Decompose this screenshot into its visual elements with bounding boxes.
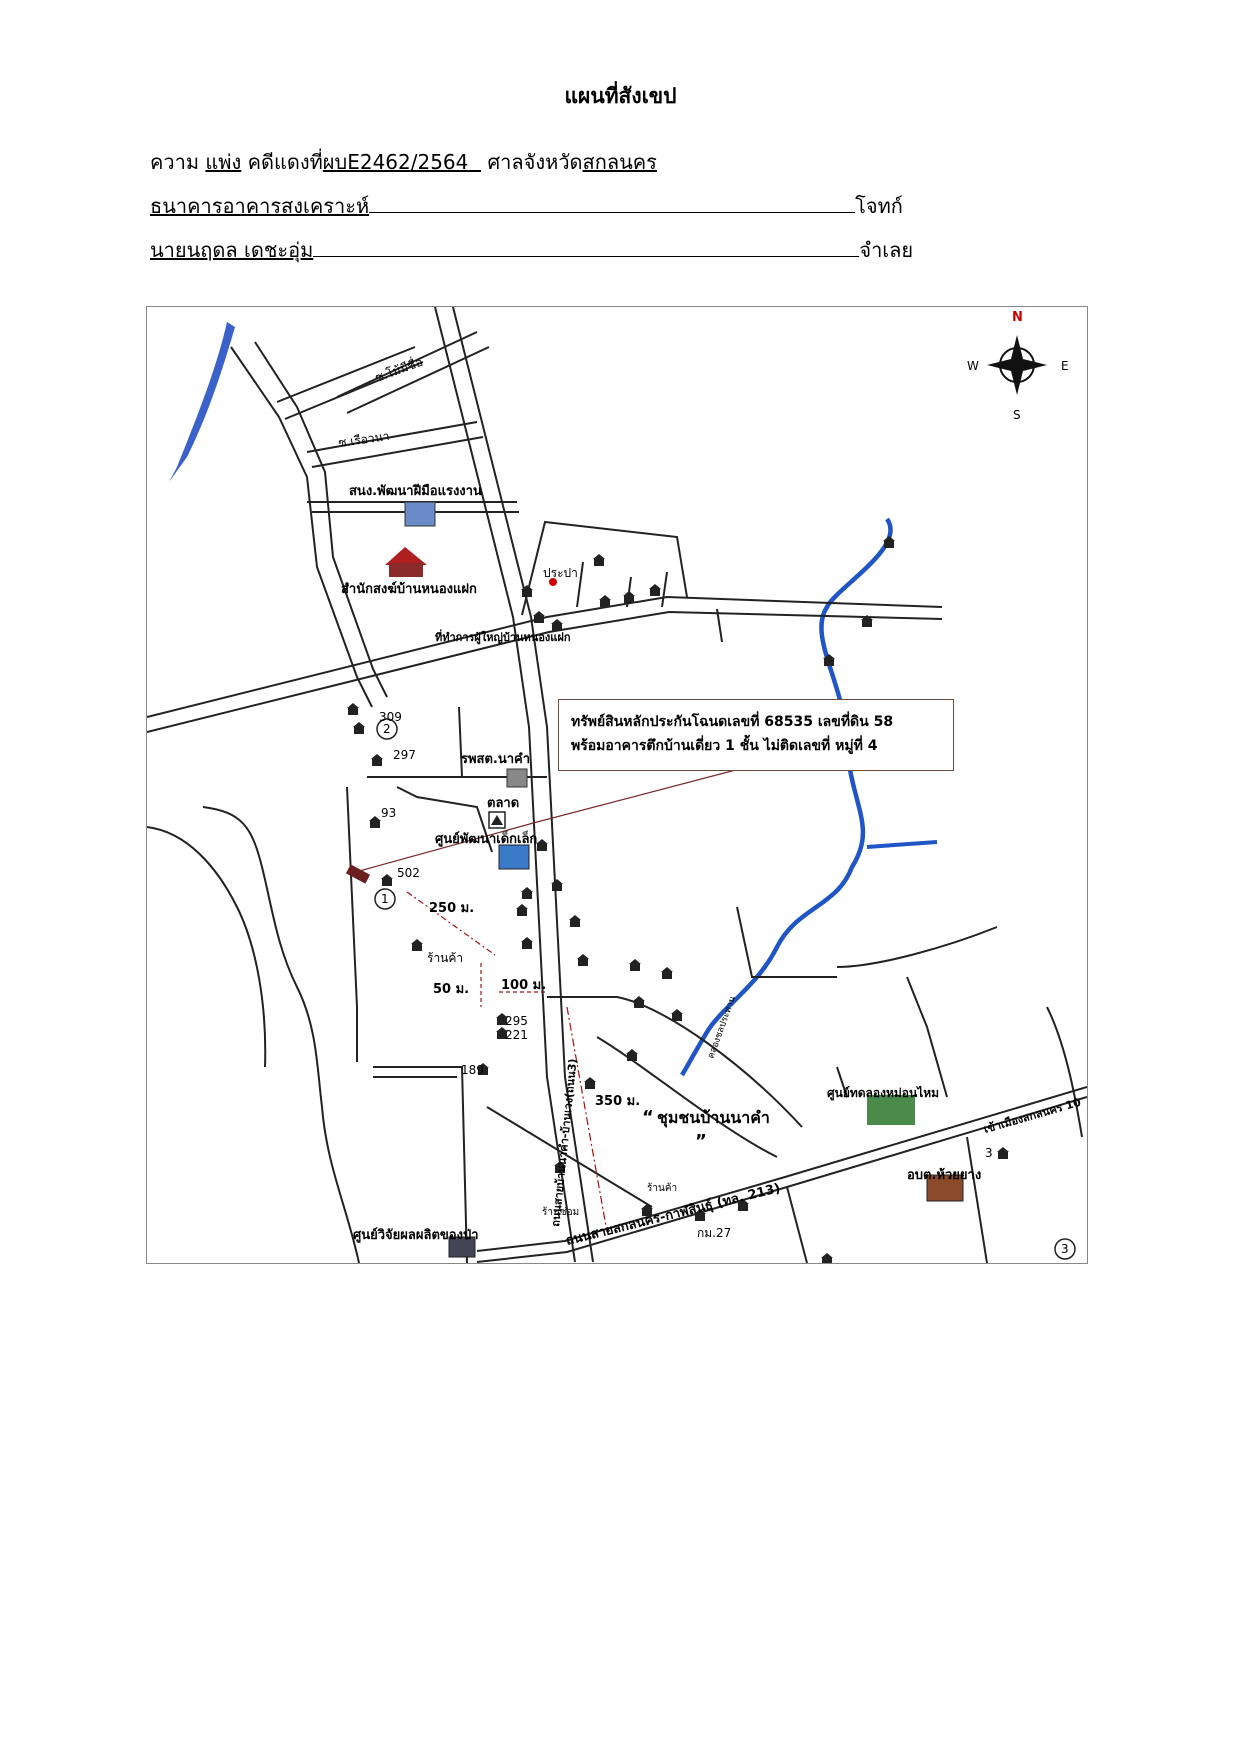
dist-100: 100 ม. [501,978,546,993]
river-top-left [169,322,235,482]
compass-n: N [1012,310,1023,325]
map-canvas: N S E W 1 2 3 [147,307,1087,1263]
label-sao: อบต.ห้วยยาง [907,1167,981,1183]
case-no-label: คดีแดงที่ [247,150,323,174]
defendant-role: จำเลย [859,238,914,262]
court-label: ศาลจังหวัด [487,150,583,174]
compass-e: E [1061,359,1069,373]
plaintiff-role: โจทก์ [855,194,903,218]
label-childcenter: ศูนย์พัฒนาเด็กเล็ก [435,829,537,847]
label-research: ศูนย์วิจัยผลผลิตของป่า [353,1227,479,1243]
dist-350: 350 ม. [595,1094,640,1109]
canal [680,517,893,1077]
property-callout: ทรัพย์สินหลักประกันโฉนดเลขที่ 68535 เลขท… [558,699,954,771]
skills-center-icon [404,501,436,527]
marker-2: 2 [383,722,391,736]
hospital-icon [506,768,528,788]
hn-502: 502 [397,866,420,880]
compass-icon [987,335,1047,395]
label-to-city: เข้าเมืองสกลนคร 10 [982,1096,1083,1136]
monastery-icon [385,547,427,565]
label-community: ชุมชนบ้านนาคำ [657,1108,770,1128]
sketch-map: N S E W 1 2 3 [146,306,1088,1264]
hn-189: 189 [461,1063,484,1077]
water-tower-icon [549,578,557,586]
experiment-icon [867,1095,915,1125]
label-soi2: ซ.เรือวนา [337,429,390,450]
hn-221: 221 [505,1028,528,1042]
research-icon [448,1236,476,1258]
plaintiff-line: ธนาคารอาคารสงเคราะห์ โจทก์ [150,190,903,222]
court-name: สกลนคร [582,150,657,174]
page-title: แผนที่สังเขป [564,84,677,108]
compass-s: S [1013,408,1021,422]
property-parcel [345,864,371,884]
label-water: ประปา [543,566,578,580]
label-quote-close: ” [695,1131,707,1152]
sao-icon [926,1174,964,1202]
callout-line-1: ทรัพย์สินหลักประกันโฉนดเลขที่ 68535 เลขท… [571,714,894,730]
marker-1: 1 [381,892,389,906]
hn-297: 297 [393,748,416,762]
label-km: กม.27 [697,1226,731,1240]
hn-3: 3 [985,1146,993,1160]
callout-line-2: พร้อมอาคารตึกบ้านเดี่ยว 1 ชั้น ไม่ติดเลข… [571,738,878,754]
childcenter-icon [498,844,530,870]
label-quote-open: “ [642,1107,654,1128]
case-prefix: ความ [150,150,200,174]
hn-309: 309 [379,710,402,724]
defendant-name: นายนฤดล เดชะอุ่ม [150,238,314,262]
label-repair: ร้านซ่อม [542,1206,579,1218]
marker-3: 3 [1061,1242,1069,1256]
label-shop2: ร้านค้า [647,1182,677,1194]
label-market: ตลาด [487,796,519,811]
dist-50: 50 ม. [433,982,469,997]
label-experiment: ศูนย์ทดลองหม่อนไหม [827,1085,939,1101]
label-shop1: ร้านค้า [427,951,463,965]
plaintiff-name: ธนาคารอาคารสงเคราะห์ [150,194,370,218]
hn-295: 295 [505,1014,528,1028]
defendant-line: นายนฤดล เดชะอุ่ม จำเลย [150,234,913,266]
case-line: ความ แพ่ง คดีแดงที่ผบE2462/2564 ศาลจังหว… [150,146,657,178]
hn-93: 93 [381,806,396,820]
case-type: แพ่ง [205,150,242,174]
label-hospital: รพสต.นาคำ [461,751,530,767]
label-headman: ที่ทำการผู้ใหญ่บ้านหนองแฝก [435,629,571,645]
case-number: ผบE2462/2564 [322,150,469,174]
dist-250: 250 ม. [429,901,474,916]
label-skills: สนง.พัฒนาฝีมือแรงงาน [349,483,482,499]
label-monastery: สำนักสงฆ์บ้านหนองแฝก [341,581,477,597]
compass-w: W [967,359,979,373]
